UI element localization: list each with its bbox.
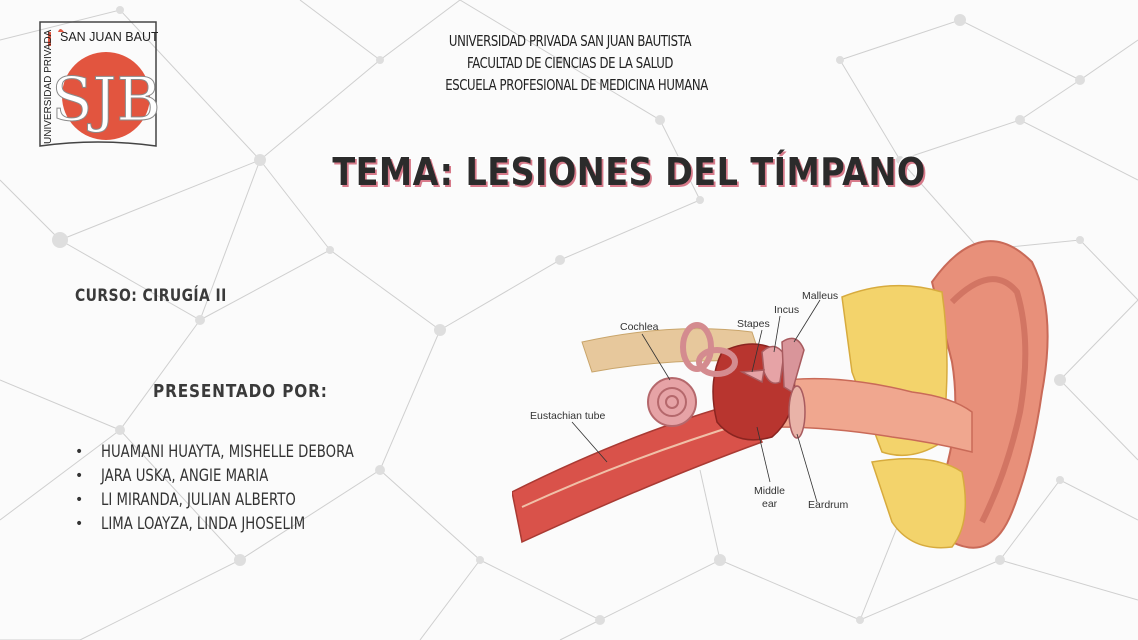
lower-bone [871,457,967,549]
cochlea-shape [647,377,697,427]
label-middle: Middle [754,485,785,497]
stapes-shape [739,369,765,384]
label-malleus: Malleus [802,290,838,302]
malleus-shape [781,337,805,394]
author-name: JARA USKA, ANGIE MARIA [101,466,269,486]
ear-anatomy-diagram: Malleus Incus Stapes Cochlea Eustachian … [512,240,1049,549]
university-logo: SAN JUAN BAUTISTA UNIVERSIDAD PRIVADA SJ… [39,21,158,147]
bullet-icon: • [75,444,84,460]
label-ear: ear [762,498,778,510]
logo-side-text: UNIVERSIDAD PRIVADA [43,29,54,144]
bullet-icon: • [75,492,84,508]
label-eardrum: Eardrum [808,499,849,511]
label-stapes: Stapes [737,318,770,330]
university-name: UNIVERSIDAD PRIVADA SAN JUAN BAUTISTA [448,32,692,50]
author-item: • LIMA LOAYZA, LINDA JHOSELIM [75,512,425,536]
faculty-name: FACULTAD DE CIENCIAS DE LA SALUD [466,54,674,72]
label-eustachian-tube: Eustachian tube [530,410,605,422]
tube-highlight [521,421,748,508]
bullet-icon: • [75,516,84,532]
author-name: LI MIRANDA, JULIAN ALBERTO [101,490,296,510]
author-item: • LI MIRANDA, JULIAN ALBERTO [75,488,425,512]
author-name: HUAMANI HUAYTA, MISHELLE DEBORA [101,442,354,462]
header: UNIVERSIDAD PRIVADA SAN JUAN BAUTISTA FA… [445,30,708,96]
authors-list: • HUAMANI HUAYTA, MISHELLE DEBORA • JARA U… [75,440,425,536]
incus-shape [761,345,785,384]
ear-canal [771,377,973,453]
logo-monogram: SJB [51,65,158,135]
eardrum-shape [788,385,806,439]
course-label: CURSO: CIRUGÍA II [75,286,227,306]
semicircular-canal [680,322,714,372]
pinna-fold [949,276,1029,524]
school-name: ESCUELA PROFESIONAL DE MEDICINA HUMANA [445,76,708,94]
label-incus: Incus [774,304,799,316]
logo-top-text: SAN JUAN BAUTISTA [60,30,158,44]
author-item: • JARA USKA, ANGIE MARIA [75,464,425,488]
presented-by-heading: PRESENTADO POR: [153,381,328,402]
author-item: • HUAMANI HUAYTA, MISHELLE DEBORA [75,440,425,464]
bullet-icon: • [75,468,84,484]
slide-title: TEMA: LESIONES DEL TÍMPANO [332,150,926,194]
label-cochlea: Cochlea [620,321,659,333]
author-name: LIMA LOAYZA, LINDA JHOSELIM [101,514,306,534]
